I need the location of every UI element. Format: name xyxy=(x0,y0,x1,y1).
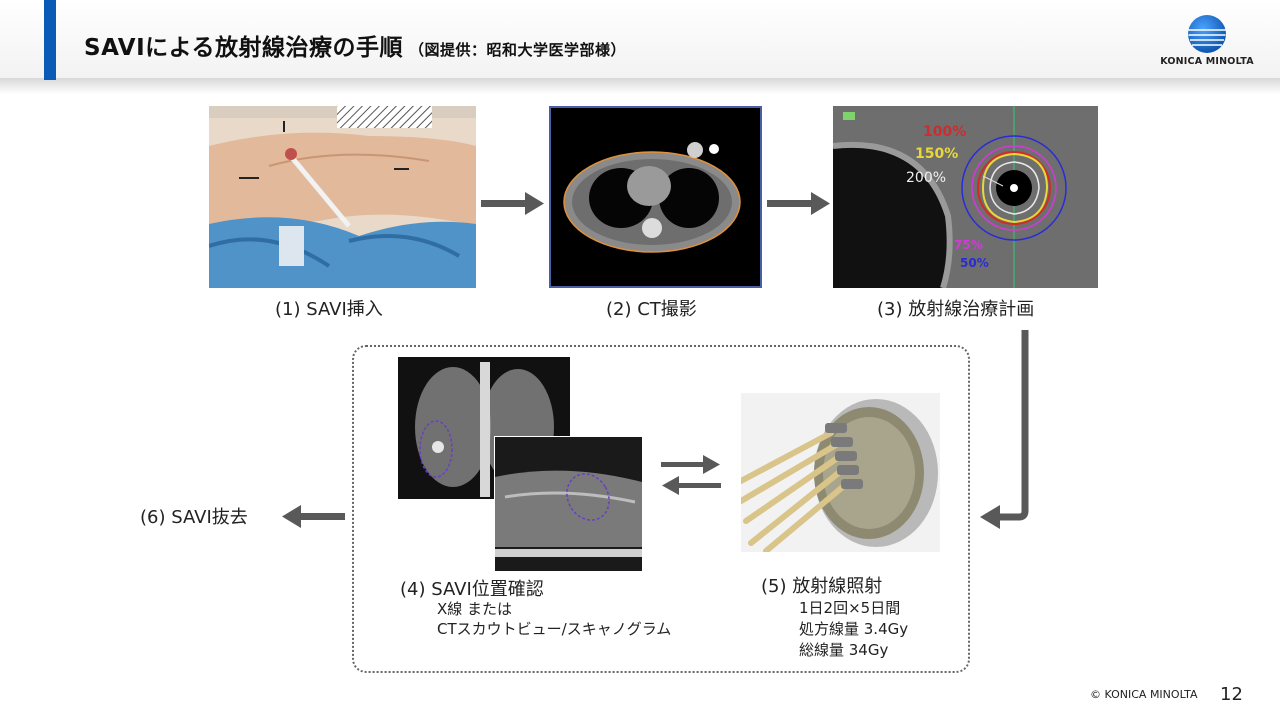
step-5-caption: (5) 放射線照射 xyxy=(761,576,883,597)
dose-label-75: 75% xyxy=(954,238,983,252)
dose-label-50: 50% xyxy=(960,256,989,270)
step-5-detail-3: 総線量 34Gy xyxy=(799,641,889,659)
title-main: SAVIによる放射線治療の手順 xyxy=(84,35,403,61)
step-2-caption: (2) CT撮影 xyxy=(606,299,697,320)
dose-label-100: 100% xyxy=(923,124,966,140)
header-bar xyxy=(0,0,1280,80)
page-number: 12 xyxy=(1220,684,1243,705)
step-1-caption: (1) SAVI挿入 xyxy=(275,299,383,320)
step-4-caption: (4) SAVI位置確認 xyxy=(400,579,544,600)
bent-arrow-down-left-icon xyxy=(980,330,1029,529)
arrow-right-icon xyxy=(767,192,830,215)
step-3-caption: (3) 放射線治療計画 xyxy=(877,299,1035,320)
footer-copyright: © KONICA MINOLTA xyxy=(1090,688,1198,701)
step-6-caption: (6) SAVI抜去 xyxy=(140,507,248,528)
steps-4-5-group-box xyxy=(352,345,970,673)
logo-text: KONICA MINOLTA xyxy=(1160,56,1254,67)
step-5-detail-1: 1日2回×5日間 xyxy=(799,599,901,617)
arrow-right-icon xyxy=(481,192,544,215)
title-accent-bar xyxy=(44,0,56,80)
bidirectional-arrows-icon xyxy=(661,455,721,495)
title-subtitle: （図提供：昭和大学医学部様） xyxy=(408,41,626,59)
konica-minolta-logo-icon xyxy=(1188,15,1226,53)
dose-label-200: 200% xyxy=(906,170,946,186)
irradiation-device-photo xyxy=(741,393,940,552)
ct-scout-image xyxy=(494,436,643,572)
ct-scan-image xyxy=(549,106,762,288)
step-5-detail-2: 処方線量 3.4Gy xyxy=(799,620,909,638)
step-4-detail-2: CTスカウトビュー/スキャノグラム xyxy=(437,620,672,638)
step-4-detail-1: X線 または xyxy=(437,600,513,618)
treatment-plan-image: 100% 150% 200% 75% 50% xyxy=(833,106,1098,288)
arrow-left-icon xyxy=(282,505,345,528)
dose-label-150: 150% xyxy=(915,146,958,162)
savi-insertion-photo xyxy=(209,106,476,288)
page-title: SAVIによる放射線治療の手順 （図提供：昭和大学医学部様） xyxy=(84,28,626,62)
header-shadow xyxy=(0,78,1280,94)
